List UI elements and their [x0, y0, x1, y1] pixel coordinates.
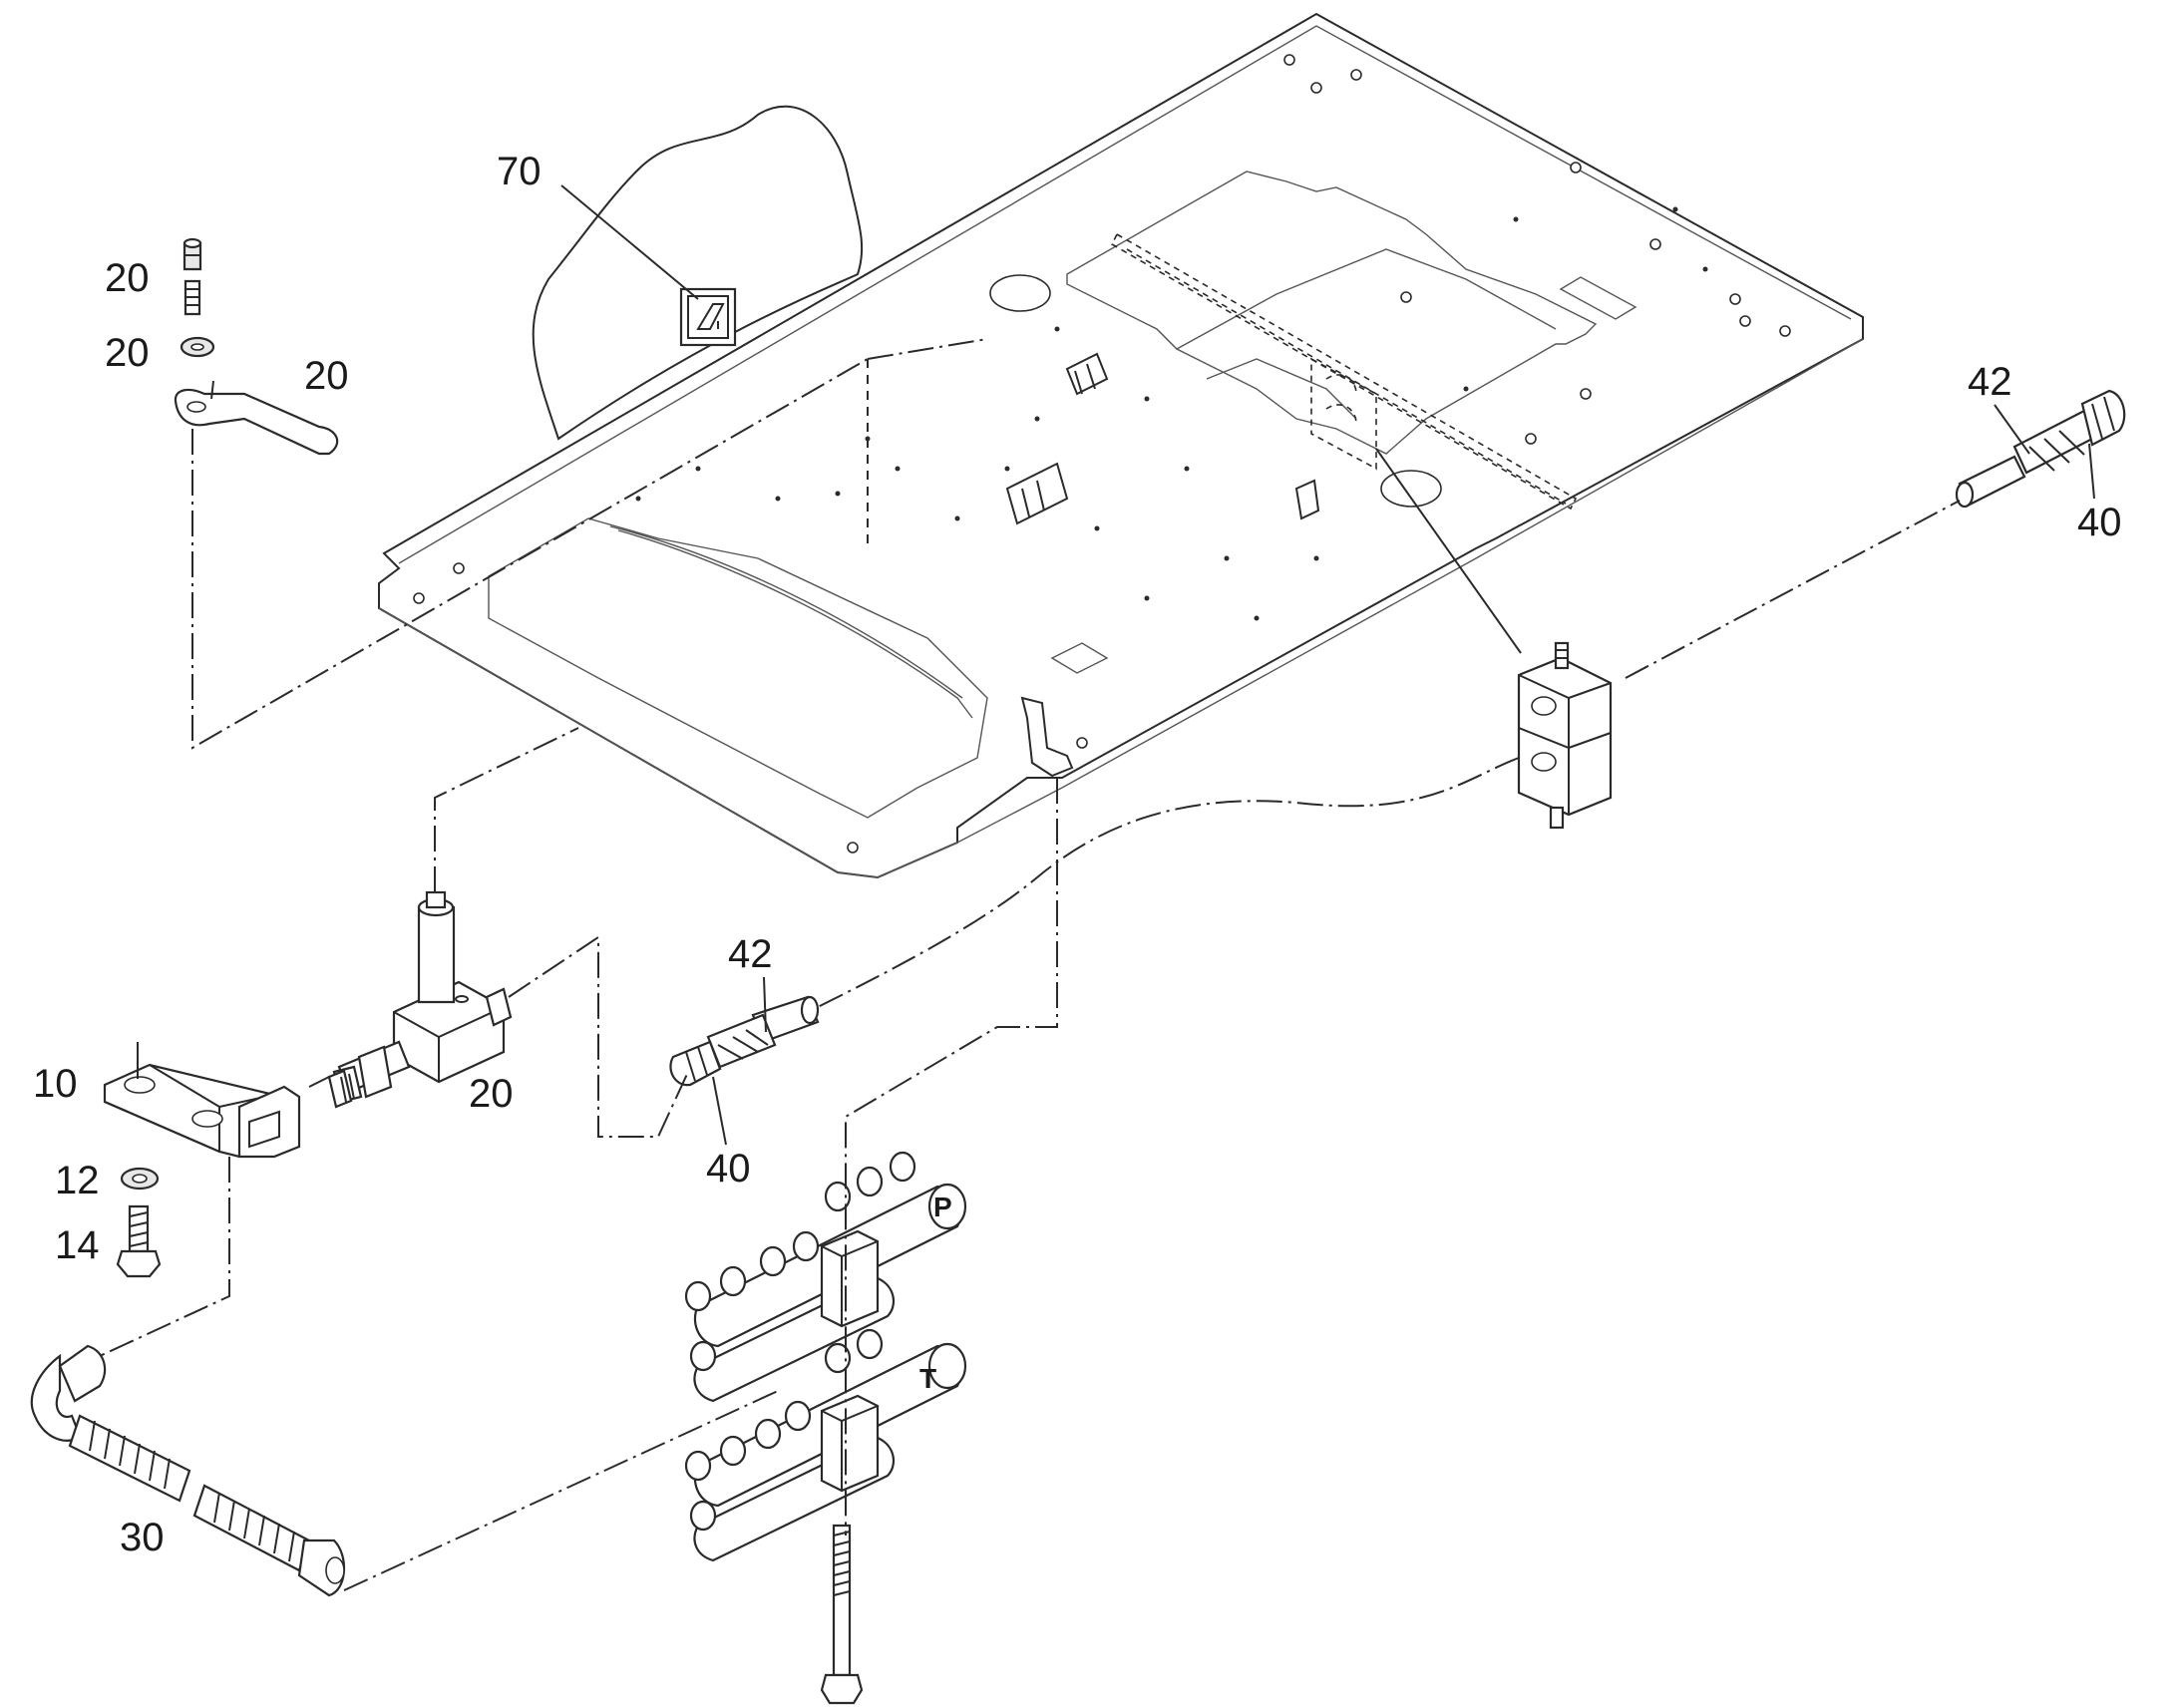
handle-lever-assembly	[174, 237, 339, 456]
callout-20-lever: 20	[304, 354, 349, 398]
plate-hose-clips	[1005, 352, 1320, 778]
callout-30: 30	[120, 1516, 165, 1559]
mounting-bracket	[103, 1042, 301, 1159]
leader-70	[560, 184, 699, 300]
callout-70: 70	[497, 150, 542, 193]
manifold-pressure	[684, 1151, 967, 1403]
callout-14: 14	[55, 1223, 100, 1267]
base-plate	[378, 12, 1864, 879]
leader-42-mid	[763, 976, 767, 1033]
hose-clamp-block	[1517, 641, 1613, 830]
leader-40-mid	[712, 1076, 727, 1146]
valve-tee-fitting	[327, 890, 513, 1109]
info-sticker	[679, 287, 737, 347]
manifold-label-t: T	[919, 1363, 936, 1394]
callout-42-mid: 42	[728, 932, 773, 976]
callout-10: 10	[33, 1062, 78, 1106]
leader-40-right	[2088, 443, 2095, 500]
callout-20-screw: 20	[105, 256, 150, 300]
callout-20-washer: 20	[105, 331, 150, 375]
manifold-long-bolt	[820, 1524, 864, 1705]
callout-20-valve: 20	[469, 1072, 514, 1116]
callout-40-mid: 40	[706, 1147, 751, 1191]
washer-12	[120, 1167, 160, 1191]
hose-fitting-middle	[669, 995, 820, 1087]
manifold-label-p: P	[933, 1192, 952, 1222]
assembly-lines	[99, 338, 1961, 1591]
callout-12: 12	[55, 1159, 100, 1202]
hose-fitting-right	[1955, 389, 2126, 509]
callout-40-right: 40	[2077, 501, 2122, 544]
background-cloud-outline	[532, 105, 864, 441]
leader-42-right	[1994, 404, 2030, 455]
plate-mounting-holes	[413, 54, 1791, 854]
info-sticker-icon	[696, 303, 725, 330]
leader-20-lever	[210, 380, 214, 400]
callout-labels: 70 20 20 20 42 40 42 40 20 10 12 14 30	[33, 150, 2122, 1559]
hydraulic-hose-30	[30, 1344, 346, 1597]
manifold-tank	[684, 1328, 967, 1562]
callout-42-right: 42	[1968, 360, 2012, 404]
bolt-14	[116, 1204, 162, 1278]
